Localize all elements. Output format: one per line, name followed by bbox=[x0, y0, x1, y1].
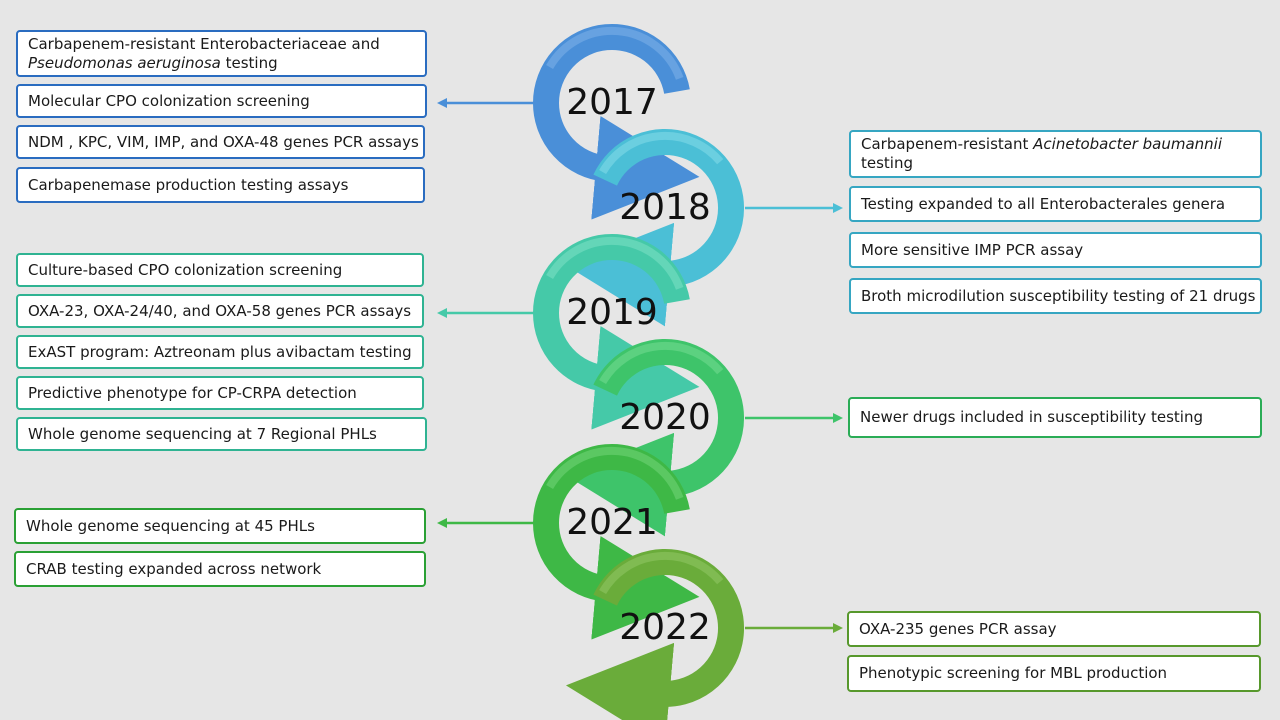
milestone-text: Carbapenem-resistant Acinetobacter bauma… bbox=[861, 135, 1222, 173]
ring-highlight-2018 bbox=[599, 131, 724, 175]
milestone-italic: Pseudomonas aeruginosa bbox=[28, 53, 221, 72]
milestone-text: Whole genome sequencing at 7 Regional PH… bbox=[28, 424, 377, 443]
milestone-text: Whole genome sequencing at 45 PHLs bbox=[26, 516, 315, 535]
milestone-box-2019-5: Whole genome sequencing at 7 Regional PH… bbox=[16, 417, 427, 451]
milestone-text: NDM , KPC, VIM, IMP, and OXA-48 genes PC… bbox=[28, 132, 419, 151]
milestone-text: Carbapenemase production testing assays bbox=[28, 175, 349, 194]
ring-highlight-2020 bbox=[599, 341, 724, 385]
milestone-box-2020-1: Newer drugs included in susceptibility t… bbox=[848, 397, 1262, 438]
milestone-text: Carbapenem-resistant Enterobacteriaceae … bbox=[28, 35, 380, 73]
ring-arc-2020 bbox=[565, 338, 744, 537]
milestone-box-2017-3: NDM , KPC, VIM, IMP, and OXA-48 genes PC… bbox=[16, 125, 425, 159]
year-label-2022: 2022 bbox=[619, 607, 711, 648]
milestone-box-2017-4: Carbapenemase production testing assays bbox=[16, 167, 425, 203]
year-label-2018: 2018 bbox=[619, 187, 711, 228]
milestone-box-2021-2: CRAB testing expanded across network bbox=[14, 551, 426, 587]
ring-arc-2022 bbox=[565, 548, 744, 720]
ring-arc-2019 bbox=[533, 233, 700, 430]
ring-2020 bbox=[565, 338, 744, 537]
year-label-2020: 2020 bbox=[619, 397, 711, 438]
milestone-text: ExAST program: Aztreonam plus avibactam … bbox=[28, 342, 412, 361]
milestone-text: Culture-based CPO colonization screening bbox=[28, 260, 343, 279]
milestone-line2: testing bbox=[861, 154, 914, 172]
milestone-text: OXA-23, OXA-24/40, and OXA-58 genes PCR … bbox=[28, 301, 412, 320]
year-label-2017: 2017 bbox=[566, 82, 658, 123]
ring-highlight-2019 bbox=[546, 236, 684, 290]
ring-2017 bbox=[533, 23, 700, 220]
ring-highlight-2022 bbox=[599, 551, 724, 595]
ring-2019 bbox=[533, 233, 700, 430]
year-label-2021: 2021 bbox=[566, 502, 658, 543]
milestone-box-2019-4: Predictive phenotype for CP-CRPA detecti… bbox=[16, 376, 424, 410]
year-label-2019: 2019 bbox=[566, 292, 658, 333]
milestone-box-2021-1: Whole genome sequencing at 45 PHLs bbox=[14, 508, 426, 544]
milestone-text: OXA-235 genes PCR assay bbox=[859, 619, 1057, 638]
milestone-text: More sensitive IMP PCR assay bbox=[861, 240, 1084, 259]
milestone-box-2019-2: OXA-23, OXA-24/40, and OXA-58 genes PCR … bbox=[16, 294, 424, 328]
ring-2018 bbox=[565, 128, 744, 327]
ring-highlight-2021 bbox=[546, 446, 684, 500]
milestone-box-2017-1: Carbapenem-resistant Enterobacteriaceae … bbox=[16, 30, 427, 77]
milestone-box-2022-2: Phenotypic screening for MBL production bbox=[847, 655, 1261, 692]
milestone-box-2018-4: Broth microdilution susceptibility testi… bbox=[849, 278, 1262, 314]
milestone-text: Predictive phenotype for CP-CRPA detecti… bbox=[28, 383, 357, 402]
milestone-text: Testing expanded to all Enterobacterales… bbox=[861, 194, 1226, 213]
ring-arc-2021 bbox=[533, 443, 700, 640]
milestone-box-2018-2: Testing expanded to all Enterobacterales… bbox=[849, 186, 1262, 222]
ring-arc-2018 bbox=[565, 128, 744, 327]
milestone-line1: Carbapenem-resistant Enterobacteriaceae … bbox=[28, 34, 380, 53]
milestone-line2-rest: testing bbox=[220, 53, 278, 72]
ring-arc-2017 bbox=[533, 23, 700, 220]
ring-2022 bbox=[565, 548, 744, 720]
ring-highlight-2017 bbox=[546, 26, 684, 80]
milestone-box-2019-1: Culture-based CPO colonization screening bbox=[16, 253, 424, 287]
milestone-box-2019-3: ExAST program: Aztreonam plus avibactam … bbox=[16, 335, 424, 369]
milestone-text: CRAB testing expanded across network bbox=[26, 559, 322, 578]
milestone-text: Newer drugs included in susceptibility t… bbox=[860, 408, 1203, 426]
ring-2021 bbox=[533, 443, 700, 640]
milestone-box-2018-3: More sensitive IMP PCR assay bbox=[849, 232, 1262, 268]
milestone-text: Phenotypic screening for MBL production bbox=[859, 664, 1168, 682]
milestone-box-2017-2: Molecular CPO colonization screening bbox=[16, 84, 427, 118]
milestone-text: Broth microdilution susceptibility testi… bbox=[861, 286, 1256, 305]
milestone-line1-pre: Carbapenem-resistant bbox=[861, 135, 1034, 153]
milestone-italic: Acinetobacter baumannii bbox=[1033, 135, 1223, 153]
milestone-box-2022-1: OXA-235 genes PCR assay bbox=[847, 611, 1261, 647]
milestone-box-2018-1: Carbapenem-resistant Acinetobacter bauma… bbox=[849, 130, 1262, 178]
milestone-text: Molecular CPO colonization screening bbox=[28, 91, 310, 110]
